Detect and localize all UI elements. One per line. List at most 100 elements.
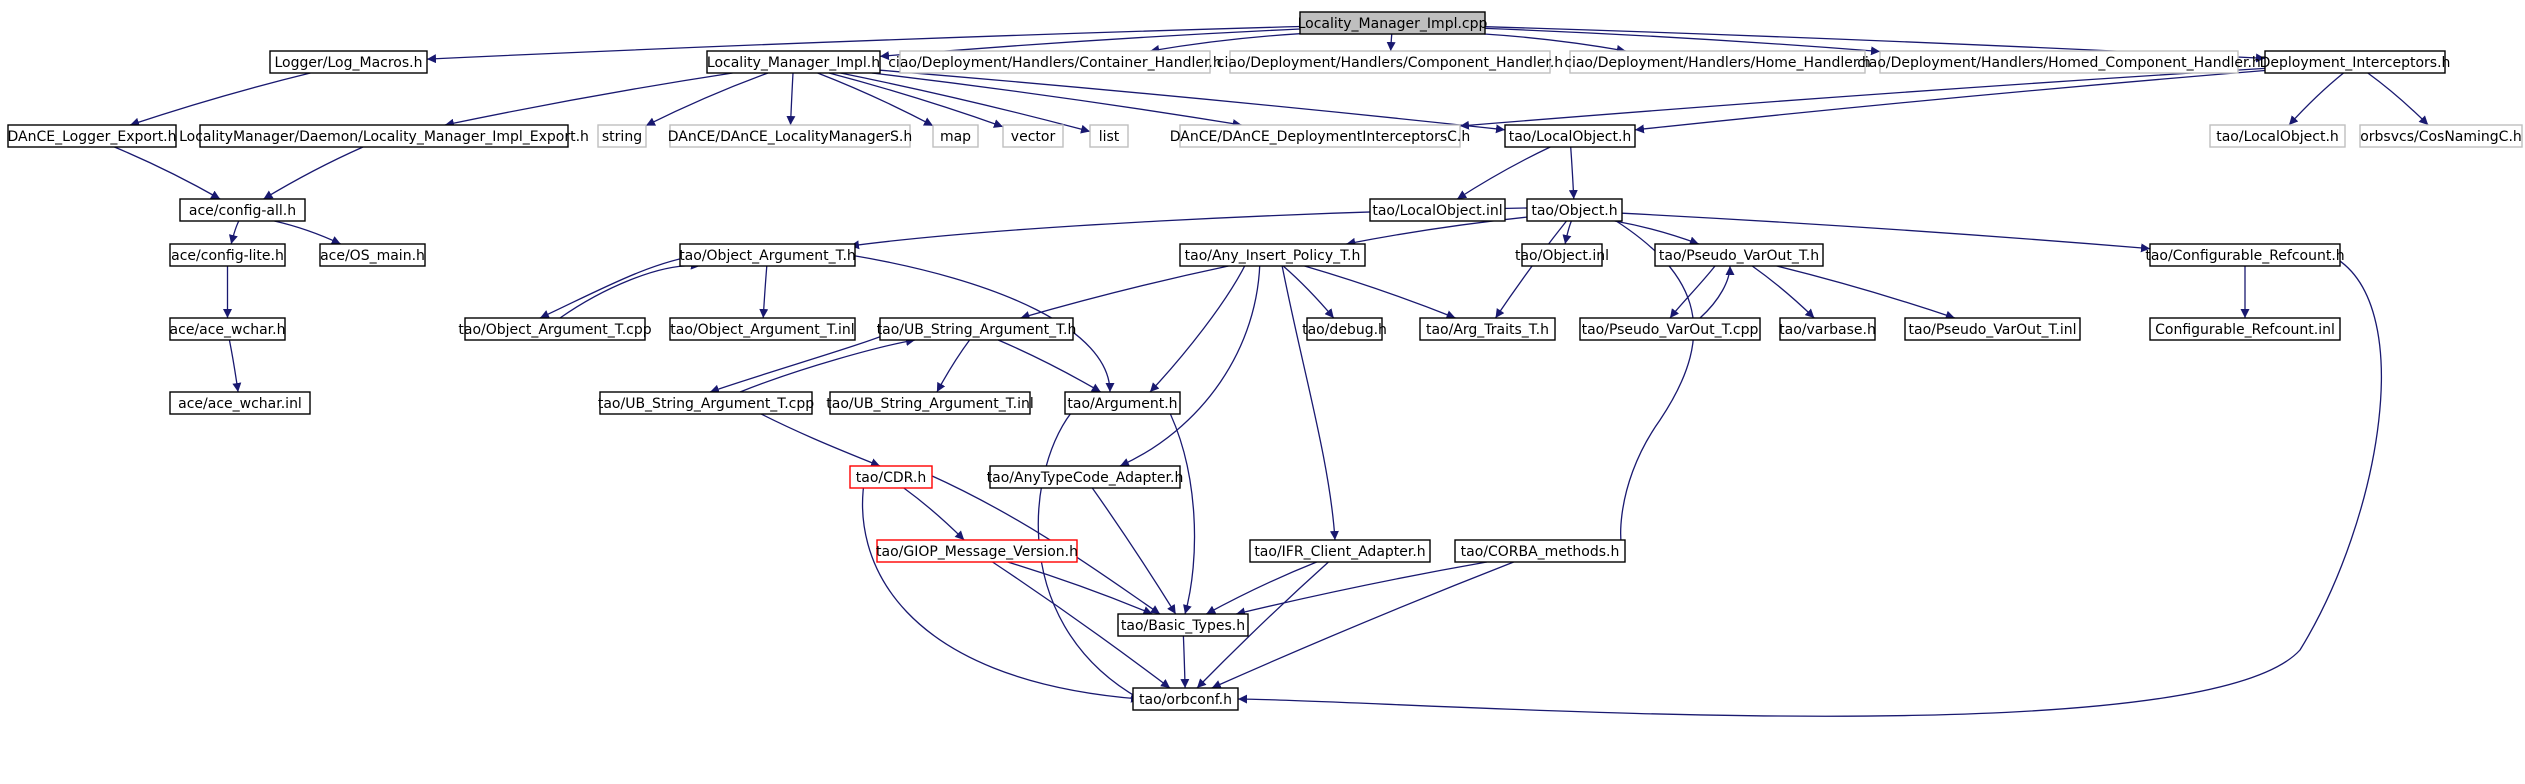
node-confrefc[interactable]: tao/Configurable_Refcount.h bbox=[2145, 243, 2345, 267]
node-label: DAnCE/DAnCE_DeploymentInterceptorsC.h bbox=[1170, 129, 1471, 145]
edge-objecth-to-objinl bbox=[1562, 220, 1573, 245]
node-pseudot[interactable]: tao/Pseudo_VarOut_T.h bbox=[1654, 243, 1824, 267]
node-objargt[interactable]: tao/Object_Argument_T.h bbox=[679, 243, 856, 267]
node-objargcpp[interactable]: tao/Object_Argument_T.cpp bbox=[458, 317, 652, 341]
node-logmacros[interactable]: Logger/Log_Macros.h bbox=[269, 50, 428, 74]
node-giop[interactable]: tao/GIOP_Message_Version.h bbox=[876, 539, 1078, 563]
node-container[interactable]: ciao/Deployment/Handlers/Container_Handl… bbox=[888, 50, 1222, 74]
node-root[interactable]: Locality_Manager_Impl.cpp bbox=[1298, 11, 1488, 35]
edge-cdrh-to-orbconf bbox=[861, 476, 1141, 703]
node-ubstrinl[interactable]: tao/UB_String_Argument_T.inl bbox=[826, 391, 1034, 415]
node-box bbox=[1521, 243, 1603, 267]
node-label: tao/Pseudo_VarOut_T.inl bbox=[1909, 322, 2077, 338]
node-ubstrt[interactable]: tao/UB_String_Argument_T.h bbox=[877, 317, 1077, 341]
node-box bbox=[1454, 539, 1626, 563]
edge-root-to-home bbox=[1484, 33, 1626, 54]
node-osmain[interactable]: ace/OS_main.h bbox=[319, 243, 426, 267]
edge-objargt-to-objarginl bbox=[759, 265, 769, 319]
node-anytc[interactable]: tao/AnyTypeCode_Adapter.h bbox=[987, 465, 1184, 489]
node-objinl[interactable]: tao/Object.inl bbox=[1515, 243, 1609, 267]
node-box bbox=[1369, 198, 1506, 222]
node-component[interactable]: ciao/Deployment/Handlers/Component_Handl… bbox=[1217, 50, 1563, 74]
node-box bbox=[989, 465, 1181, 489]
node-acewchar[interactable]: ace/ace_wchar.h bbox=[169, 317, 286, 341]
node-label: tao/LocalObject.h bbox=[2216, 129, 2339, 145]
node-acewcharinl[interactable]: ace/ace_wchar.inl bbox=[169, 391, 311, 415]
node-localobj[interactable]: tao/LocalObject.h bbox=[1504, 124, 1636, 148]
node-label: tao/debug.h bbox=[1302, 322, 1387, 338]
edge-lmimplh-to-vector bbox=[828, 72, 1004, 128]
node-box bbox=[899, 50, 1211, 74]
edge-deplint-to-localobj bbox=[1634, 69, 2266, 134]
node-lmexport[interactable]: LocalityManager/Daemon/Locality_Manager_… bbox=[179, 124, 589, 148]
node-cosnaming[interactable]: orbsvcs/CosNamingC.h bbox=[2359, 124, 2523, 148]
edge-confrefc-to-orbconf bbox=[1237, 254, 2382, 717]
node-homedcomp[interactable]: ciao/Deployment/Handlers/Homed_Component… bbox=[1857, 50, 2261, 74]
node-ubstrcpp[interactable]: tao/UB_String_Argument_T.cpp bbox=[598, 391, 814, 415]
node-box bbox=[319, 243, 426, 267]
node-localobj2[interactable]: tao/LocalObject.h bbox=[2209, 124, 2346, 148]
edge-cdrh-to-giop bbox=[903, 487, 965, 541]
node-varbase[interactable]: tao/varbase.h bbox=[1779, 317, 1876, 341]
edge-logmacros-to-dancelogger bbox=[129, 72, 311, 127]
node-lmimplh[interactable]: Locality_Manager_Impl.h bbox=[706, 50, 881, 74]
edge-pseudot-to-pseudocpp bbox=[1669, 265, 1716, 319]
node-depintc[interactable]: DAnCE/DAnCE_DeploymentInterceptorsC.h bbox=[1170, 124, 1471, 148]
edge-anyins-to-argumenth bbox=[1149, 254, 1251, 393]
node-label: string bbox=[602, 129, 642, 145]
node-home[interactable]: ciao/Deployment/Handlers/Home_Handler.h bbox=[1564, 50, 1871, 74]
edge-localobj-to-localobjinl bbox=[1456, 146, 1551, 200]
node-orbconf[interactable]: tao/orbconf.h bbox=[1132, 687, 1239, 711]
node-box bbox=[1249, 539, 1431, 563]
node-dancelogger[interactable]: DAnCE_Logger_Export.h bbox=[7, 124, 177, 148]
node-label: tao/Basic_Types.h bbox=[1121, 618, 1245, 634]
node-label: Deployment_Interceptors.h bbox=[2260, 55, 2451, 71]
node-ifr[interactable]: tao/IFR_Client_Adapter.h bbox=[1249, 539, 1431, 563]
node-label: tao/Any_Insert_Policy_T.h bbox=[1185, 248, 1361, 264]
edge-lmimplh-to-list bbox=[840, 72, 1091, 134]
node-list[interactable]: list bbox=[1089, 124, 1129, 148]
edge-objecth-to-pseudot bbox=[1614, 220, 1700, 246]
node-box bbox=[1117, 613, 1249, 637]
node-objarginl[interactable]: tao/Object_Argument_T.inl bbox=[669, 317, 856, 341]
node-label: ciao/Deployment/Handlers/Home_Handler.h bbox=[1564, 55, 1870, 71]
node-box bbox=[1504, 124, 1636, 148]
node-deplint[interactable]: Deployment_Interceptors.h bbox=[2260, 50, 2451, 74]
node-argtraits[interactable]: tao/Arg_Traits_T.h bbox=[1419, 317, 1556, 341]
node-corbam[interactable]: tao/CORBA_methods.h bbox=[1454, 539, 1626, 563]
node-configlite[interactable]: ace/config-lite.h bbox=[169, 243, 286, 267]
node-anyins[interactable]: tao/Any_Insert_Policy_T.h bbox=[1179, 243, 1366, 267]
node-argumenth[interactable]: tao/Argument.h bbox=[1064, 391, 1181, 415]
edge-anyins-to-anytc bbox=[1119, 254, 1261, 467]
node-box bbox=[1526, 198, 1623, 222]
node-box bbox=[849, 465, 933, 489]
node-debugh[interactable]: tao/debug.h bbox=[1302, 317, 1387, 341]
node-objecth[interactable]: tao/Object.h bbox=[1526, 198, 1623, 222]
node-configall[interactable]: ace/config-all.h bbox=[179, 198, 306, 222]
node-box bbox=[1569, 50, 1866, 74]
edge-argumenth-to-orbconf bbox=[1037, 402, 1141, 700]
node-box bbox=[1179, 124, 1461, 148]
node-pseudoinl[interactable]: tao/Pseudo_VarOut_T.inl bbox=[1904, 317, 2081, 341]
node-pseudocpp[interactable]: tao/Pseudo_VarOut_T.cpp bbox=[1579, 317, 1761, 341]
edge-acewchar-to-acewcharinl bbox=[228, 339, 242, 393]
edge-pseudot-to-pseudoinl bbox=[1776, 265, 1956, 320]
edge-lmimplh-to-lmexport bbox=[444, 72, 733, 128]
node-string[interactable]: string bbox=[597, 124, 647, 148]
node-label: ciao/Deployment/Handlers/Component_Handl… bbox=[1217, 55, 1563, 71]
node-label: tao/Pseudo_VarOut_T.cpp bbox=[1582, 322, 1759, 338]
node-confrefcinl[interactable]: Configurable_Refcount.inl bbox=[2149, 317, 2341, 341]
node-vector[interactable]: vector bbox=[1002, 124, 1064, 148]
edge-anyins-to-debugh bbox=[1282, 265, 1335, 319]
node-label: Locality_Manager_Impl.h bbox=[707, 55, 880, 71]
edge-lmexport-to-configall bbox=[263, 146, 364, 200]
node-map[interactable]: map bbox=[932, 124, 979, 148]
node-lms[interactable]: DAnCE/DAnCE_LocalityManagerS.h bbox=[668, 124, 912, 148]
node-label: tao/Argument.h bbox=[1067, 396, 1177, 412]
node-localobjinl[interactable]: tao/LocalObject.inl bbox=[1369, 198, 1506, 222]
node-box bbox=[7, 124, 177, 148]
node-cdrh[interactable]: tao/CDR.h bbox=[849, 465, 933, 489]
node-box bbox=[1229, 50, 1551, 74]
node-basictypes[interactable]: tao/Basic_Types.h bbox=[1117, 613, 1249, 637]
